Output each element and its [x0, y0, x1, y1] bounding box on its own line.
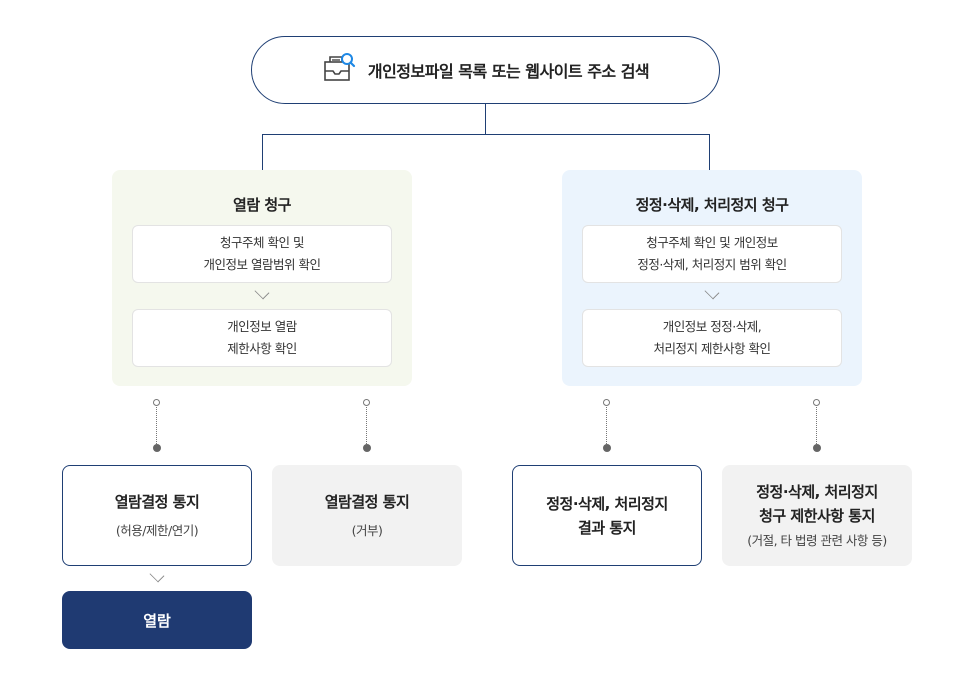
- dotted-connector: [156, 407, 157, 444]
- correction-request-title: 정정·삭제, 처리정지 청구: [635, 196, 789, 214]
- final-access-label: 열람: [143, 611, 171, 630]
- access-request-title: 열람 청구: [233, 196, 291, 214]
- dotted-connector: [606, 407, 607, 444]
- top-title: 개인정보파일 목록 또는 웹사이트 주소 검색: [367, 62, 650, 81]
- correction-limit-sub: (거절, 타 법령 관련 사항 등): [747, 532, 887, 548]
- search-file-list-node: 개인정보파일 목록 또는 웹사이트 주소 검색: [251, 36, 720, 104]
- correction-step-1-line2: 정정·삭제, 처리정지 범위 확인: [637, 257, 787, 272]
- correction-result-line1: 정정·삭제, 처리정지: [546, 494, 668, 513]
- connector-end-dot: [363, 444, 371, 452]
- connector-start-dot: [153, 399, 160, 406]
- correction-limit-notice: 정정·삭제, 처리정지 청구 제한사항 통지 (거절, 타 법령 관련 사항 등…: [722, 465, 912, 566]
- access-decision-notice: 열람결정 통지 (허용/제한/연기): [62, 465, 252, 566]
- access-decision-sub: (허용/제한/연기): [115, 522, 199, 538]
- access-decision-title: 열람결정 통지: [114, 492, 200, 511]
- access-step-2: 개인정보 열람 제한사항 확인: [132, 309, 392, 367]
- access-step-2-line1: 개인정보 열람: [227, 319, 297, 334]
- access-step-1: 청구주체 확인 및 개인정보 열람범위 확인: [132, 225, 392, 283]
- dotted-connector: [816, 407, 817, 444]
- correction-limit-line1: 정정·삭제, 처리정지: [756, 482, 878, 501]
- access-request-panel: 열람 청구 청구주체 확인 및 개인정보 열람범위 확인 개인정보 열람 제한사…: [112, 170, 412, 386]
- correction-limit-line2: 청구 제한사항 통지: [759, 506, 875, 525]
- connector-branch: [262, 134, 710, 135]
- connector-end-dot: [603, 444, 611, 452]
- final-access-node: 열람: [62, 591, 252, 649]
- connector-left-drop: [262, 134, 263, 170]
- file-search-icon: [322, 51, 356, 89]
- access-step-1-line1: 청구주체 확인 및: [220, 235, 304, 250]
- correction-result-notice: 정정·삭제, 처리정지 결과 통지: [512, 465, 702, 566]
- access-denied-sub: (거부): [351, 522, 383, 538]
- correction-step-1-line1: 청구주체 확인 및 개인정보: [646, 235, 778, 250]
- chevron-down-icon: [704, 284, 720, 300]
- connector-start-dot: [603, 399, 610, 406]
- connector-trunk: [485, 104, 486, 135]
- access-step-2-line2: 제한사항 확인: [227, 341, 297, 356]
- correction-step-2: 개인정보 정정·삭제, 처리정지 제한사항 확인: [582, 309, 842, 367]
- connector-start-dot: [813, 399, 820, 406]
- access-denied-notice: 열람결정 통지 (거부): [272, 465, 462, 566]
- connector-end-dot: [813, 444, 821, 452]
- chevron-down-icon: [254, 284, 270, 300]
- dotted-connector: [366, 407, 367, 444]
- access-denied-title: 열람결정 통지: [324, 492, 410, 511]
- connector-start-dot: [363, 399, 370, 406]
- connector-right-drop: [709, 134, 710, 170]
- correction-step-2-line1: 개인정보 정정·삭제,: [662, 319, 762, 334]
- correction-result-line2: 결과 통지: [578, 518, 636, 537]
- correction-step-2-line2: 처리정지 제한사항 확인: [653, 341, 771, 356]
- connector-end-dot: [153, 444, 161, 452]
- correction-step-1: 청구주체 확인 및 개인정보 정정·삭제, 처리정지 범위 확인: [582, 225, 842, 283]
- correction-request-panel: 정정·삭제, 처리정지 청구 청구주체 확인 및 개인정보 정정·삭제, 처리정…: [562, 170, 862, 386]
- access-step-1-line2: 개인정보 열람범위 확인: [203, 257, 321, 272]
- chevron-down-icon: [149, 567, 165, 583]
